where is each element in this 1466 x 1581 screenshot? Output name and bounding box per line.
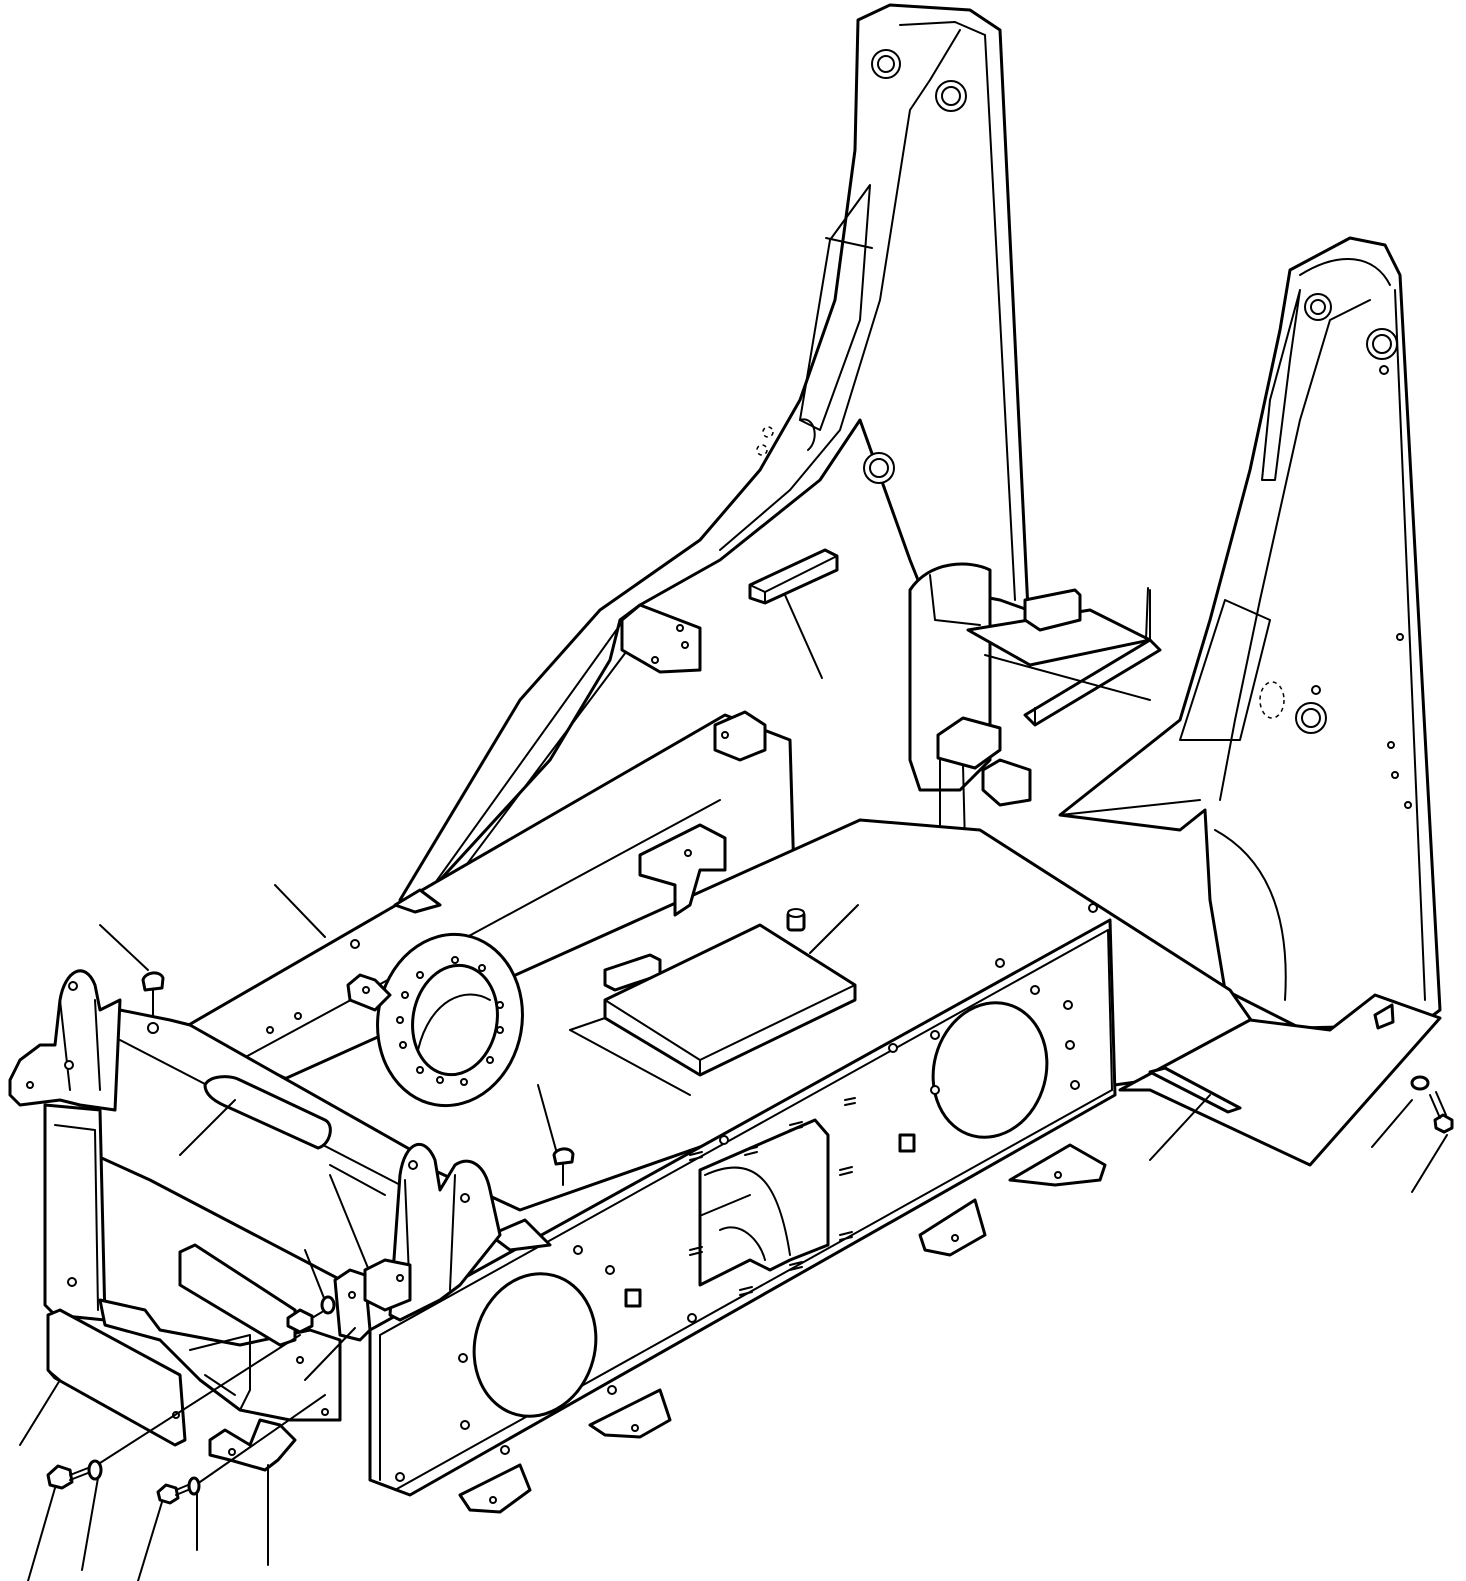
- swing-bearing-ring: [376, 932, 524, 1108]
- front-left-plate: [43, 1103, 107, 1322]
- washer-icon: [87, 1459, 103, 1481]
- left-tower: [398, 3, 1030, 902]
- leader-line: [1411, 1134, 1448, 1193]
- washer-icon: [187, 1476, 201, 1496]
- pin: [786, 908, 806, 932]
- plug-icon: [141, 971, 165, 992]
- leader-line: [27, 1487, 56, 1581]
- hinge-ears-left: [8, 969, 122, 1112]
- bolt-head-icon: [1433, 1113, 1454, 1134]
- right-side-frame: [368, 903, 1117, 1497]
- ring-mount-bracket: [346, 973, 392, 1012]
- right-tower: [1058, 236, 1442, 1030]
- leader-line: [809, 904, 859, 954]
- washer-icon: [320, 1295, 336, 1315]
- plug-icon: [552, 1147, 575, 1166]
- callout-leaders: [19, 587, 1448, 1581]
- bolt-head-icon: [46, 1464, 74, 1490]
- leader-line: [19, 1379, 61, 1446]
- leader-line: [179, 1099, 236, 1156]
- front-lower-bracket: [98, 1298, 342, 1422]
- tower-bracket: [620, 603, 702, 674]
- leader-line: [537, 1084, 557, 1151]
- leader-line: [137, 1501, 163, 1581]
- access-cutout: [178, 1243, 297, 1347]
- leader-line: [784, 594, 823, 679]
- leader-line: [304, 1327, 356, 1381]
- leader-line: [1371, 1099, 1413, 1148]
- leader-line: [99, 924, 149, 971]
- fasteners: [46, 971, 1454, 1505]
- leader-line: [274, 884, 326, 938]
- frame-feet: [458, 1143, 1107, 1514]
- center-bracket: [638, 823, 727, 917]
- leader-line: [304, 1249, 325, 1299]
- rear-crossmember: [908, 562, 1162, 792]
- bolt-head-icon: [156, 1483, 180, 1505]
- cover-plate: [569, 923, 857, 1096]
- leader-line: [1145, 587, 1149, 641]
- stop-block: [333, 1258, 412, 1342]
- bolt-head-icon: [286, 1308, 314, 1334]
- wear-block: [748, 548, 839, 605]
- washer-icon: [1410, 1075, 1430, 1091]
- leader-line: [329, 1174, 369, 1269]
- leader-line: [81, 1477, 99, 1571]
- leader-line: [1149, 1094, 1211, 1161]
- assembly-lines: [99, 1334, 326, 1483]
- diagonal-strut: [393, 888, 442, 914]
- rear-base-plate: [1118, 993, 1442, 1167]
